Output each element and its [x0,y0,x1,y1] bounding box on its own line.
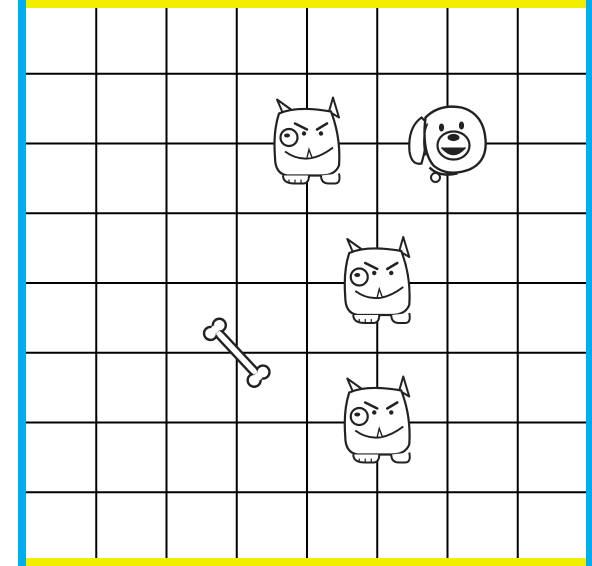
border-right [586,0,592,566]
bulldog-icon[interactable] [345,377,410,463]
border-bottom [22,558,592,566]
border-top [22,0,592,8]
grid-lines [26,4,588,562]
pieces-layer [201,98,485,463]
border-left [18,0,26,566]
puppy-icon[interactable] [409,107,485,182]
bulldog-icon[interactable] [275,98,340,184]
bulldog-icon[interactable] [345,237,410,323]
